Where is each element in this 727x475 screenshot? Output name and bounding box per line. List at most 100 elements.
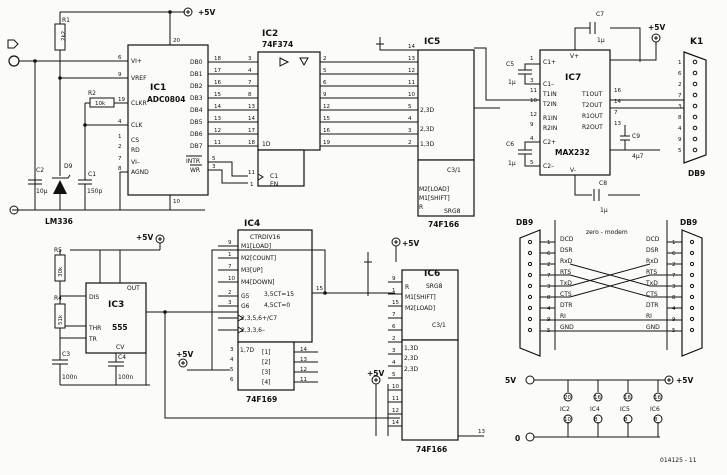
ic1-db-number: 16 bbox=[214, 80, 221, 86]
ic2-ref: IC2 bbox=[262, 29, 278, 39]
ic4-pin-label: G6 bbox=[241, 303, 250, 310]
pt-zero: 0 bbox=[515, 434, 520, 443]
ic1-pin-number: 4 bbox=[118, 119, 122, 125]
r2-value: 10k bbox=[95, 101, 106, 107]
power-table-gnd-circle bbox=[563, 414, 573, 424]
ic4-pin-label: M1[LOAD] bbox=[241, 243, 271, 250]
ic2-d-label: 1D bbox=[262, 141, 271, 148]
c4-value: 100n bbox=[118, 374, 133, 381]
ic5-pin-number: 3 bbox=[408, 128, 412, 134]
ic4-bit-label: [2] bbox=[262, 359, 271, 366]
ic7-left-number: 12 bbox=[530, 112, 537, 118]
ic7-left-number: 10 bbox=[530, 98, 537, 104]
k1-pin-number: 2 bbox=[678, 82, 682, 88]
ic5-data-0: 2,3D bbox=[420, 107, 435, 114]
ic6-pin-number: 5 bbox=[392, 372, 396, 378]
ic4-supply: +5V bbox=[176, 350, 194, 359]
ic6-data-2: 2,3D bbox=[404, 366, 419, 373]
power-table-chip: IC2 bbox=[560, 406, 570, 413]
ic6-supply-bottom: +5V bbox=[367, 369, 385, 378]
ic2-in-number: 17 bbox=[248, 128, 255, 134]
ic6-pin-number: 9 bbox=[392, 276, 396, 282]
modem-right-hole bbox=[689, 261, 695, 267]
ic1-db-number: 12 bbox=[214, 128, 221, 134]
modem-left-signal: DTR bbox=[560, 302, 572, 309]
ic2-in-number: 14 bbox=[248, 116, 255, 122]
ic5-pin-number: 12 bbox=[408, 68, 415, 74]
k1-pin-hole bbox=[692, 81, 698, 87]
r5-value: 30k bbox=[58, 266, 64, 277]
ic1-name: ADC0804 bbox=[147, 95, 185, 104]
ic2-in-number: 7 bbox=[248, 80, 252, 86]
ic4-bit-label: [3] bbox=[262, 369, 271, 376]
k1-pin-number: 3 bbox=[678, 104, 682, 110]
c6-ref: C6 bbox=[506, 141, 514, 148]
c8-value: 1µ bbox=[600, 207, 608, 214]
ic1-db-label: DB2 bbox=[190, 83, 203, 90]
power-table-gnd-pin: 8 bbox=[654, 417, 658, 423]
zener-d9: D9 LM336 bbox=[45, 163, 73, 226]
modem-left-hole bbox=[527, 305, 533, 311]
ic1-pin-label: CLK bbox=[131, 122, 144, 129]
ic6-pin-number: 11 bbox=[392, 396, 399, 402]
ic7-left-number: 5 bbox=[530, 160, 534, 166]
ic4-bit-label: [4] bbox=[262, 379, 271, 386]
ic2-out-number: 9 bbox=[323, 92, 327, 98]
ic3-thr: THR bbox=[88, 325, 101, 332]
modem-left-signal: GND bbox=[560, 324, 574, 331]
ic7-supply: +5V bbox=[648, 23, 666, 32]
ic1-pin-label: CLKR bbox=[131, 100, 147, 107]
ic6-pin-number: 6 bbox=[392, 324, 396, 330]
modem-right-signal: CTS bbox=[646, 291, 658, 298]
r1-ref: R1 bbox=[62, 17, 70, 24]
ic7-left-label: T1IN bbox=[542, 91, 557, 98]
ic6-supply-top: +5V bbox=[402, 239, 420, 248]
ic6-pin-number: 4 bbox=[392, 360, 396, 366]
modem-left-number: 6 bbox=[547, 251, 551, 257]
ic1-ref: IC1 bbox=[150, 83, 166, 93]
ic4-clock-wedge bbox=[237, 314, 244, 322]
ic7-left-number: 3 bbox=[530, 78, 534, 84]
ic1-db-label: DB4 bbox=[190, 107, 203, 114]
power-table-gnd-pin: 8 bbox=[594, 417, 598, 423]
ic4-bit-out: 13 bbox=[300, 357, 307, 363]
ic2-out-number: 6 bbox=[323, 80, 327, 86]
ic7-right-number: 7 bbox=[614, 110, 618, 116]
ic6-pin-number: 10 bbox=[392, 384, 399, 390]
ic6-data-1: 2,3D bbox=[404, 355, 419, 362]
c2-value: 10µ bbox=[36, 188, 48, 195]
r5-ref: R5 bbox=[54, 247, 62, 254]
capacitor-c1: C1 150p bbox=[78, 170, 102, 210]
modem-title: zero - modem bbox=[586, 229, 628, 236]
d9-ref: D9 bbox=[64, 163, 73, 170]
c8-ref: C8 bbox=[599, 180, 607, 187]
ic5-pin-number: 5 bbox=[408, 104, 412, 110]
ic1-pin-label: VI+ bbox=[131, 58, 142, 65]
ic5-pin-number: 11 bbox=[408, 80, 415, 86]
ic7-vplus: V+ bbox=[570, 53, 579, 60]
ic5-ctrl-c3: C3/1 bbox=[447, 167, 461, 174]
ic4-pin-number: 1 bbox=[228, 252, 232, 258]
ic4-pin-label: M2[COUNT] bbox=[241, 255, 276, 262]
power-table-gnd-circle bbox=[653, 414, 663, 424]
modem-left-signal: DSR bbox=[560, 247, 573, 254]
ic4-pin-label: 2,3,5,6+/C7 bbox=[241, 315, 277, 322]
ic7-vminus: V- bbox=[570, 167, 576, 174]
c5-ref: C5 bbox=[506, 61, 514, 68]
resistor-r2: R2 10k bbox=[83, 90, 128, 170]
ic4-pin-number: 10 bbox=[228, 276, 235, 282]
k1-pin-hole bbox=[692, 125, 698, 131]
c3-ref: C3 bbox=[62, 351, 70, 358]
ic6-out-num: 13 bbox=[478, 429, 485, 435]
ic7-left-label: R1IN bbox=[543, 115, 557, 122]
ic4-bit-label: [1] bbox=[262, 349, 271, 356]
ic4-pin-number: 7 bbox=[228, 264, 232, 270]
ic4-bit-out: 11 bbox=[300, 377, 307, 383]
ic4-bit-out: 12 bbox=[300, 367, 307, 373]
ic1-pin-label: CS bbox=[131, 137, 139, 144]
